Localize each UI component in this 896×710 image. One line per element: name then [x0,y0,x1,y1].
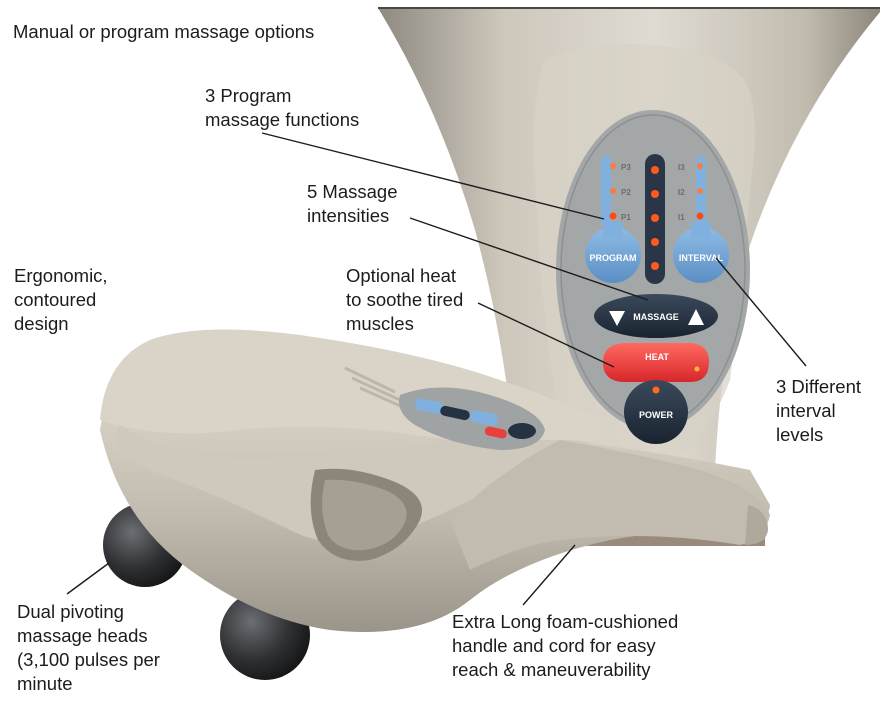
callout-line: Extra Long foam-cushioned [452,611,679,632]
leader-heat [477,302,615,368]
callout-line: Optional heat [346,265,457,286]
led-label-i3: I3 [678,163,685,172]
heat-led [694,366,700,372]
decrease-arrow-icon[interactable] [609,311,625,326]
power-led [652,386,660,394]
leader-interval [715,257,807,367]
leader-intensities [409,217,649,301]
led-i2 [697,188,703,194]
leader-heads [66,562,110,595]
callout-line: muscles [346,313,414,334]
interval-button-label: INTERVAL [679,253,724,263]
leader-handle [522,544,576,606]
power-button[interactable]: POWER [624,380,688,444]
callout-line: interval [776,400,836,421]
interval-button[interactable]: INTERVAL [673,222,729,283]
led-label-p1: P1 [621,213,631,222]
callout-line: contoured [14,289,97,310]
callout-line: Dual pivoting [17,601,124,622]
intensity-led [651,238,659,246]
callout-line: design [14,313,69,334]
power-button-label: POWER [639,410,674,420]
intensity-led [651,166,659,174]
callout-line: Ergonomic, [14,265,108,286]
massager-device [100,329,770,680]
callout-heat: Optional heat to soothe tired muscles [346,264,463,336]
callout-line: (3,100 pulses per [17,649,160,670]
callout-line: 3 Different [776,376,862,397]
led-p1 [609,212,617,220]
callout-line: minute [17,673,73,694]
headline-text: Manual or program massage options [13,21,315,42]
led-label-i2: I2 [678,188,685,197]
led-i3 [697,163,703,169]
led-p3 [610,163,616,169]
callout-heads: Dual pivoting massage heads (3,100 pulse… [17,600,160,696]
program-button[interactable]: PROGRAM [585,222,641,283]
led-i1 [696,212,704,220]
heat-button-label: HEAT [645,352,669,362]
program-led-strip [601,156,611,226]
intensity-led [651,262,659,270]
callout-ergonomic: Ergonomic, contoured design [14,264,108,336]
leader-lines [66,132,807,606]
callout-line: to soothe tired [346,289,464,310]
callout-intensities: 5 Massage intensities [307,180,398,228]
intensity-led [651,190,659,198]
control-panel-buttons: P3 P2 P1 I3 I2 I1 PROGRAM INTERVAL [585,154,729,444]
led-label-p2: P2 [621,188,631,197]
massage-button[interactable]: MASSAGE [594,294,718,338]
headline: Manual or program massage options [13,20,314,44]
callout-handle: Extra Long foam-cushioned handle and cor… [452,610,678,682]
intensity-led [651,214,659,222]
callout-line: massage heads [17,625,148,646]
intensity-leds [651,166,659,270]
massage-button-label: MASSAGE [633,312,679,322]
program-button-label: PROGRAM [590,253,637,263]
callout-line: reach & maneuverability [452,659,651,680]
callout-interval: 3 Different interval levels [776,375,861,447]
callout-line: massage functions [205,109,360,130]
led-label-i1: I1 [678,213,685,222]
callout-line: 3 Program [205,85,292,106]
increase-arrow-icon[interactable] [688,309,704,325]
callout-line: handle and cord for easy [452,635,656,656]
led-p2 [610,188,616,194]
heat-button[interactable]: HEAT [603,343,709,382]
callout-program-functions: 3 Program massage functions [205,84,359,132]
callout-line: levels [776,424,824,445]
leader-program [261,132,605,220]
callout-line: intensities [307,205,390,226]
callout-line: 5 Massage [307,181,398,202]
led-label-p3: P3 [621,163,631,172]
